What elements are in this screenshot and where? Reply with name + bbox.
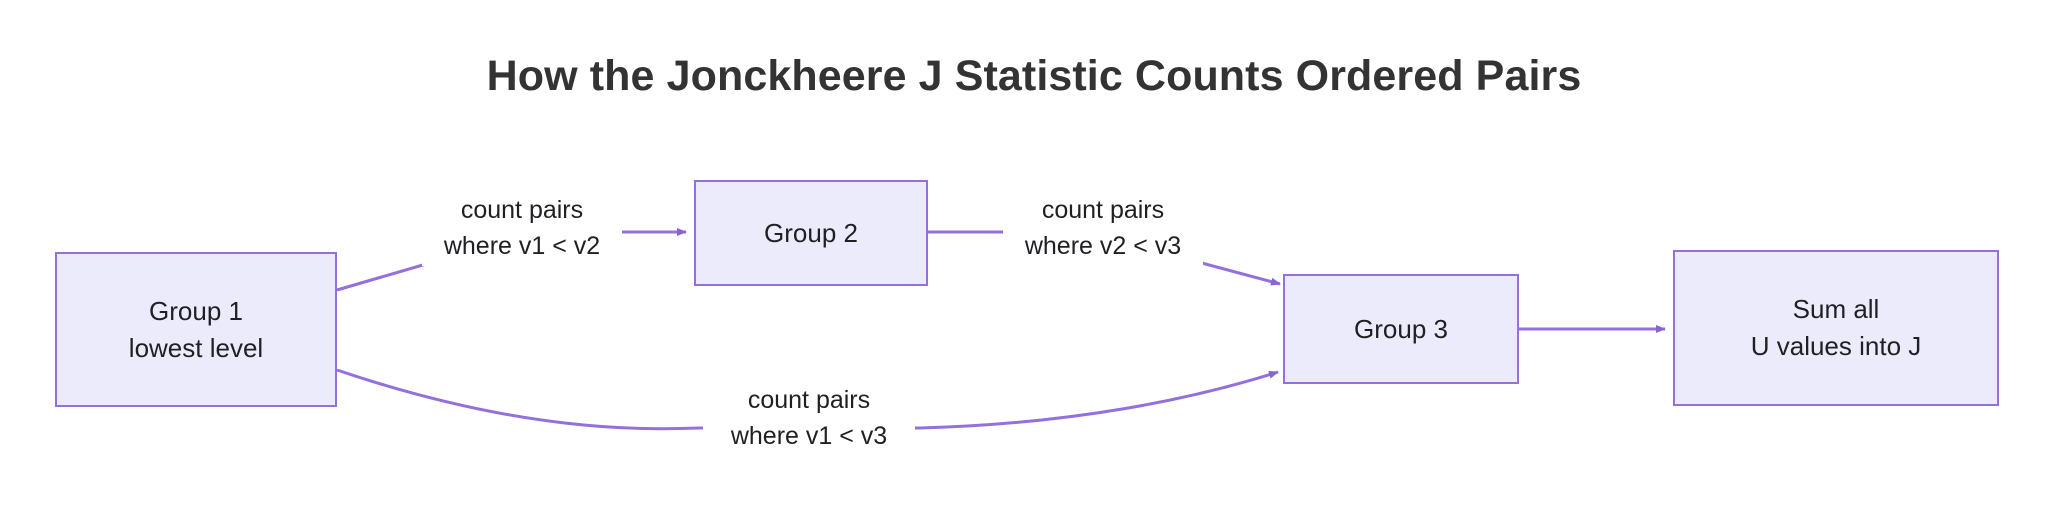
edge-label-group2-group3-line1: count pairs — [1041, 196, 1165, 224]
page-title: How the Jonckheere J Statistic Counts Or… — [486, 52, 1582, 100]
edge-label-group1-group3: count pairs where v1 < v3 — [703, 381, 915, 456]
node-group1-line1: Group 1 — [149, 295, 243, 326]
edge-label-group1-group3-line2: where v1 < v3 — [730, 421, 888, 450]
node-sum-line2: U values into J — [1750, 331, 1922, 361]
edge-label-group1-group3-line1: count pairs — [747, 386, 871, 414]
edge-label-group1-group2: count pairs where v1 < v2 — [422, 191, 622, 266]
edge-label-group2-group3: count pairs where v2 < v3 — [1003, 191, 1203, 266]
node-group1-line2: lowest level — [128, 332, 264, 363]
edge-label-group2-group3-line2: where v2 < v3 — [1024, 231, 1182, 260]
node-group3[interactable]: Group 3 — [1283, 274, 1519, 384]
node-group2-line1: Group 2 — [764, 217, 858, 248]
node-group1[interactable]: Group 1 lowest level — [55, 252, 337, 407]
node-sum-line1: Sum all — [1792, 294, 1880, 325]
node-group3-line1: Group 3 — [1354, 313, 1448, 344]
node-group2[interactable]: Group 2 — [694, 180, 928, 286]
edge-label-group1-group2-line2: where v1 < v2 — [443, 231, 601, 260]
edge-label-group1-group2-line1: count pairs — [460, 196, 584, 224]
node-sum-u-values[interactable]: Sum all U values into J — [1673, 250, 1999, 406]
